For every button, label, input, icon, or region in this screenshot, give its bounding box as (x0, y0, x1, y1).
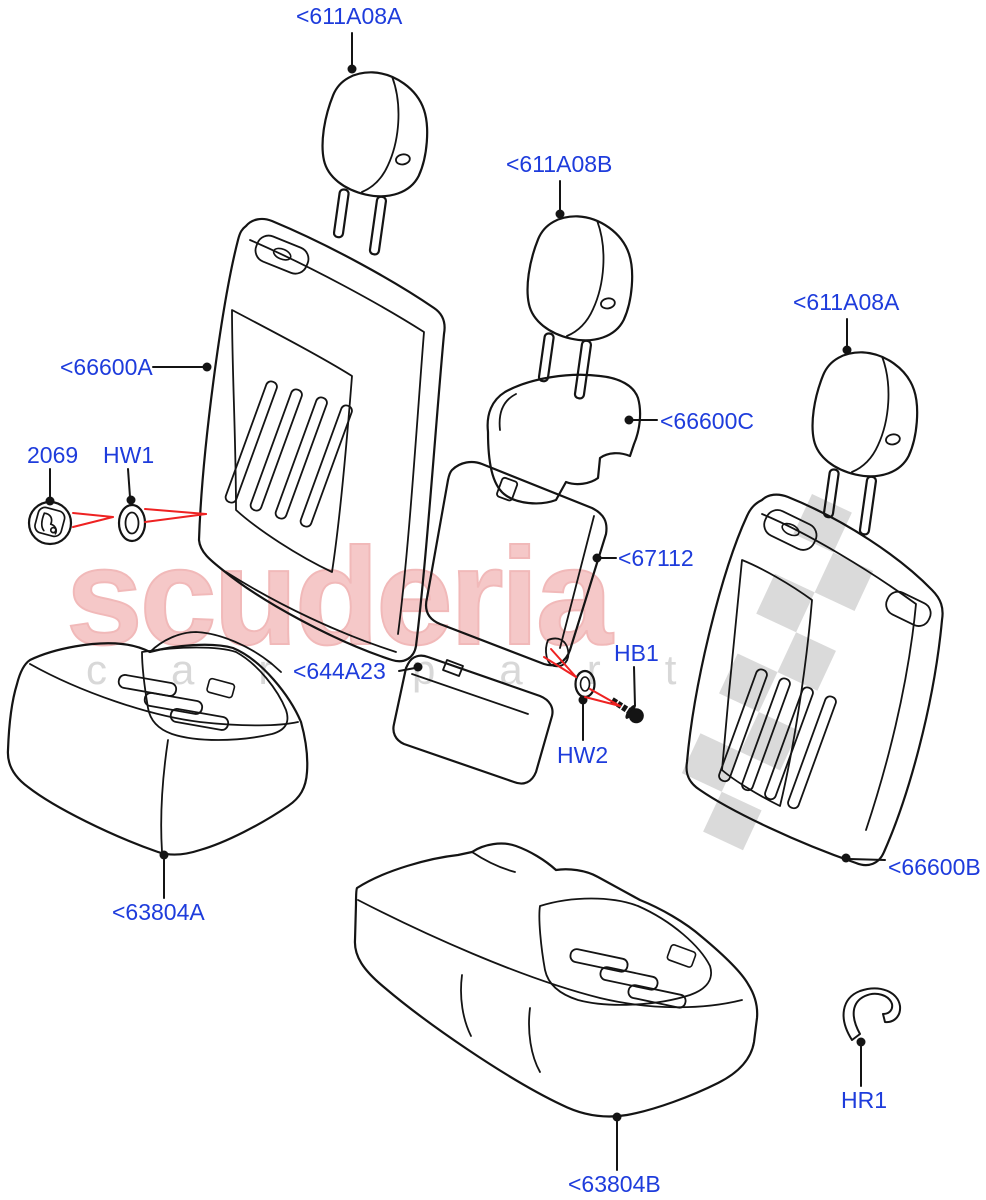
seat-cushion-centre-drawing (353, 842, 759, 1118)
part-label-63804B[interactable]: <63804B (568, 1171, 661, 1197)
watermark-title: scuderia (65, 519, 614, 675)
anchor-cap-drawing (27, 500, 73, 546)
part-label-67112[interactable]: <67112 (618, 545, 694, 571)
watermark-subtitle: car parts (86, 646, 826, 693)
part-label-HB1[interactable]: HB1 (614, 640, 659, 666)
part-label-611A08A-top[interactable]: <611A08A (296, 3, 403, 29)
part-label-66600A[interactable]: <66600A (60, 354, 153, 380)
seat-cushion-left-drawing (6, 631, 309, 856)
fitment-pointer-lines (72, 508, 621, 707)
centre-cover-drawing (486, 373, 642, 505)
part-label-644A23[interactable]: <644A23 (293, 658, 386, 684)
armrest-panel-drawing (424, 460, 608, 668)
screw-hb1-drawing (610, 697, 644, 724)
watermark-checker-flag (681, 494, 874, 851)
part-label-2069[interactable]: 2069 (27, 442, 79, 468)
part-label-66600C[interactable]: <66600C (660, 408, 754, 434)
grommet-hw2-drawing (574, 669, 596, 699)
part-label-63804A[interactable]: <63804A (112, 899, 205, 925)
tray-lid-drawing (392, 654, 554, 785)
part-label-66600B[interactable]: <66600B (888, 854, 981, 880)
oring-hw1-drawing (117, 503, 147, 543)
headrest-right-drawing (811, 351, 919, 536)
part-label-HR1[interactable]: HR1 (841, 1087, 888, 1113)
seat-back-right-drawing (685, 493, 944, 867)
seat-back-left-drawing (197, 217, 446, 663)
part-label-HW2[interactable]: HW2 (557, 742, 609, 768)
part-label-611A08A-right[interactable]: <611A08A (793, 289, 900, 315)
headrest-top-drawing (321, 71, 429, 256)
part-label-HW1[interactable]: HW1 (103, 442, 155, 468)
hook-hr1-drawing (842, 987, 902, 1041)
headrest-middle-drawing (526, 215, 634, 400)
part-label-611A08B[interactable]: <611A08B (506, 151, 613, 177)
leader-lines (45, 32, 886, 1171)
